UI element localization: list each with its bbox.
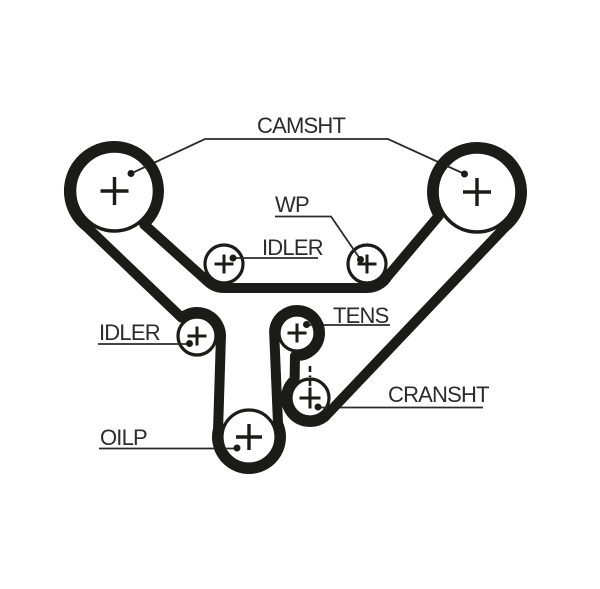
center-mark-water-pump (357, 254, 377, 274)
dot-crankshaft (314, 403, 322, 411)
dot-idler-upper (229, 254, 237, 262)
center-mark-oil-pump (236, 424, 262, 450)
center-mark-crankshaft (299, 387, 321, 409)
dot-oil-pump (233, 444, 241, 452)
label-oil-pump: OILP (100, 425, 147, 450)
timing-belt (64, 141, 527, 475)
label-camshaft: CAMSHT (257, 113, 345, 138)
center-mark-idler-upper (214, 254, 234, 274)
leader-camshaft (130, 138, 465, 175)
dot-water-pump (357, 256, 364, 263)
center-marks (100, 177, 491, 450)
dot-camshaft-right (461, 170, 468, 178)
label-water-pump: WP (275, 192, 309, 217)
labels: CAMSHT WP IDLER IDLER TENS CRANSHT OILP (99, 113, 490, 450)
label-tensioner: TENS (333, 303, 389, 328)
label-idler-lower: IDLER (99, 320, 160, 345)
center-mark-camshaft-right (463, 178, 491, 206)
leader-lines (98, 138, 483, 450)
dot-camshaft-left (127, 170, 135, 177)
pulleys (72, 149, 519, 466)
label-idler-upper: IDLER (262, 235, 323, 260)
leader-dots (127, 170, 468, 452)
center-mark-idler-lower (187, 326, 207, 346)
dot-idler-lower (186, 340, 193, 347)
label-crankshaft: CRANSHT (388, 382, 489, 407)
leader-water-pump (275, 215, 362, 261)
center-mark-tensioner (287, 323, 307, 343)
dot-tensioner (303, 321, 310, 328)
center-mark-camshaft-left (100, 177, 129, 205)
